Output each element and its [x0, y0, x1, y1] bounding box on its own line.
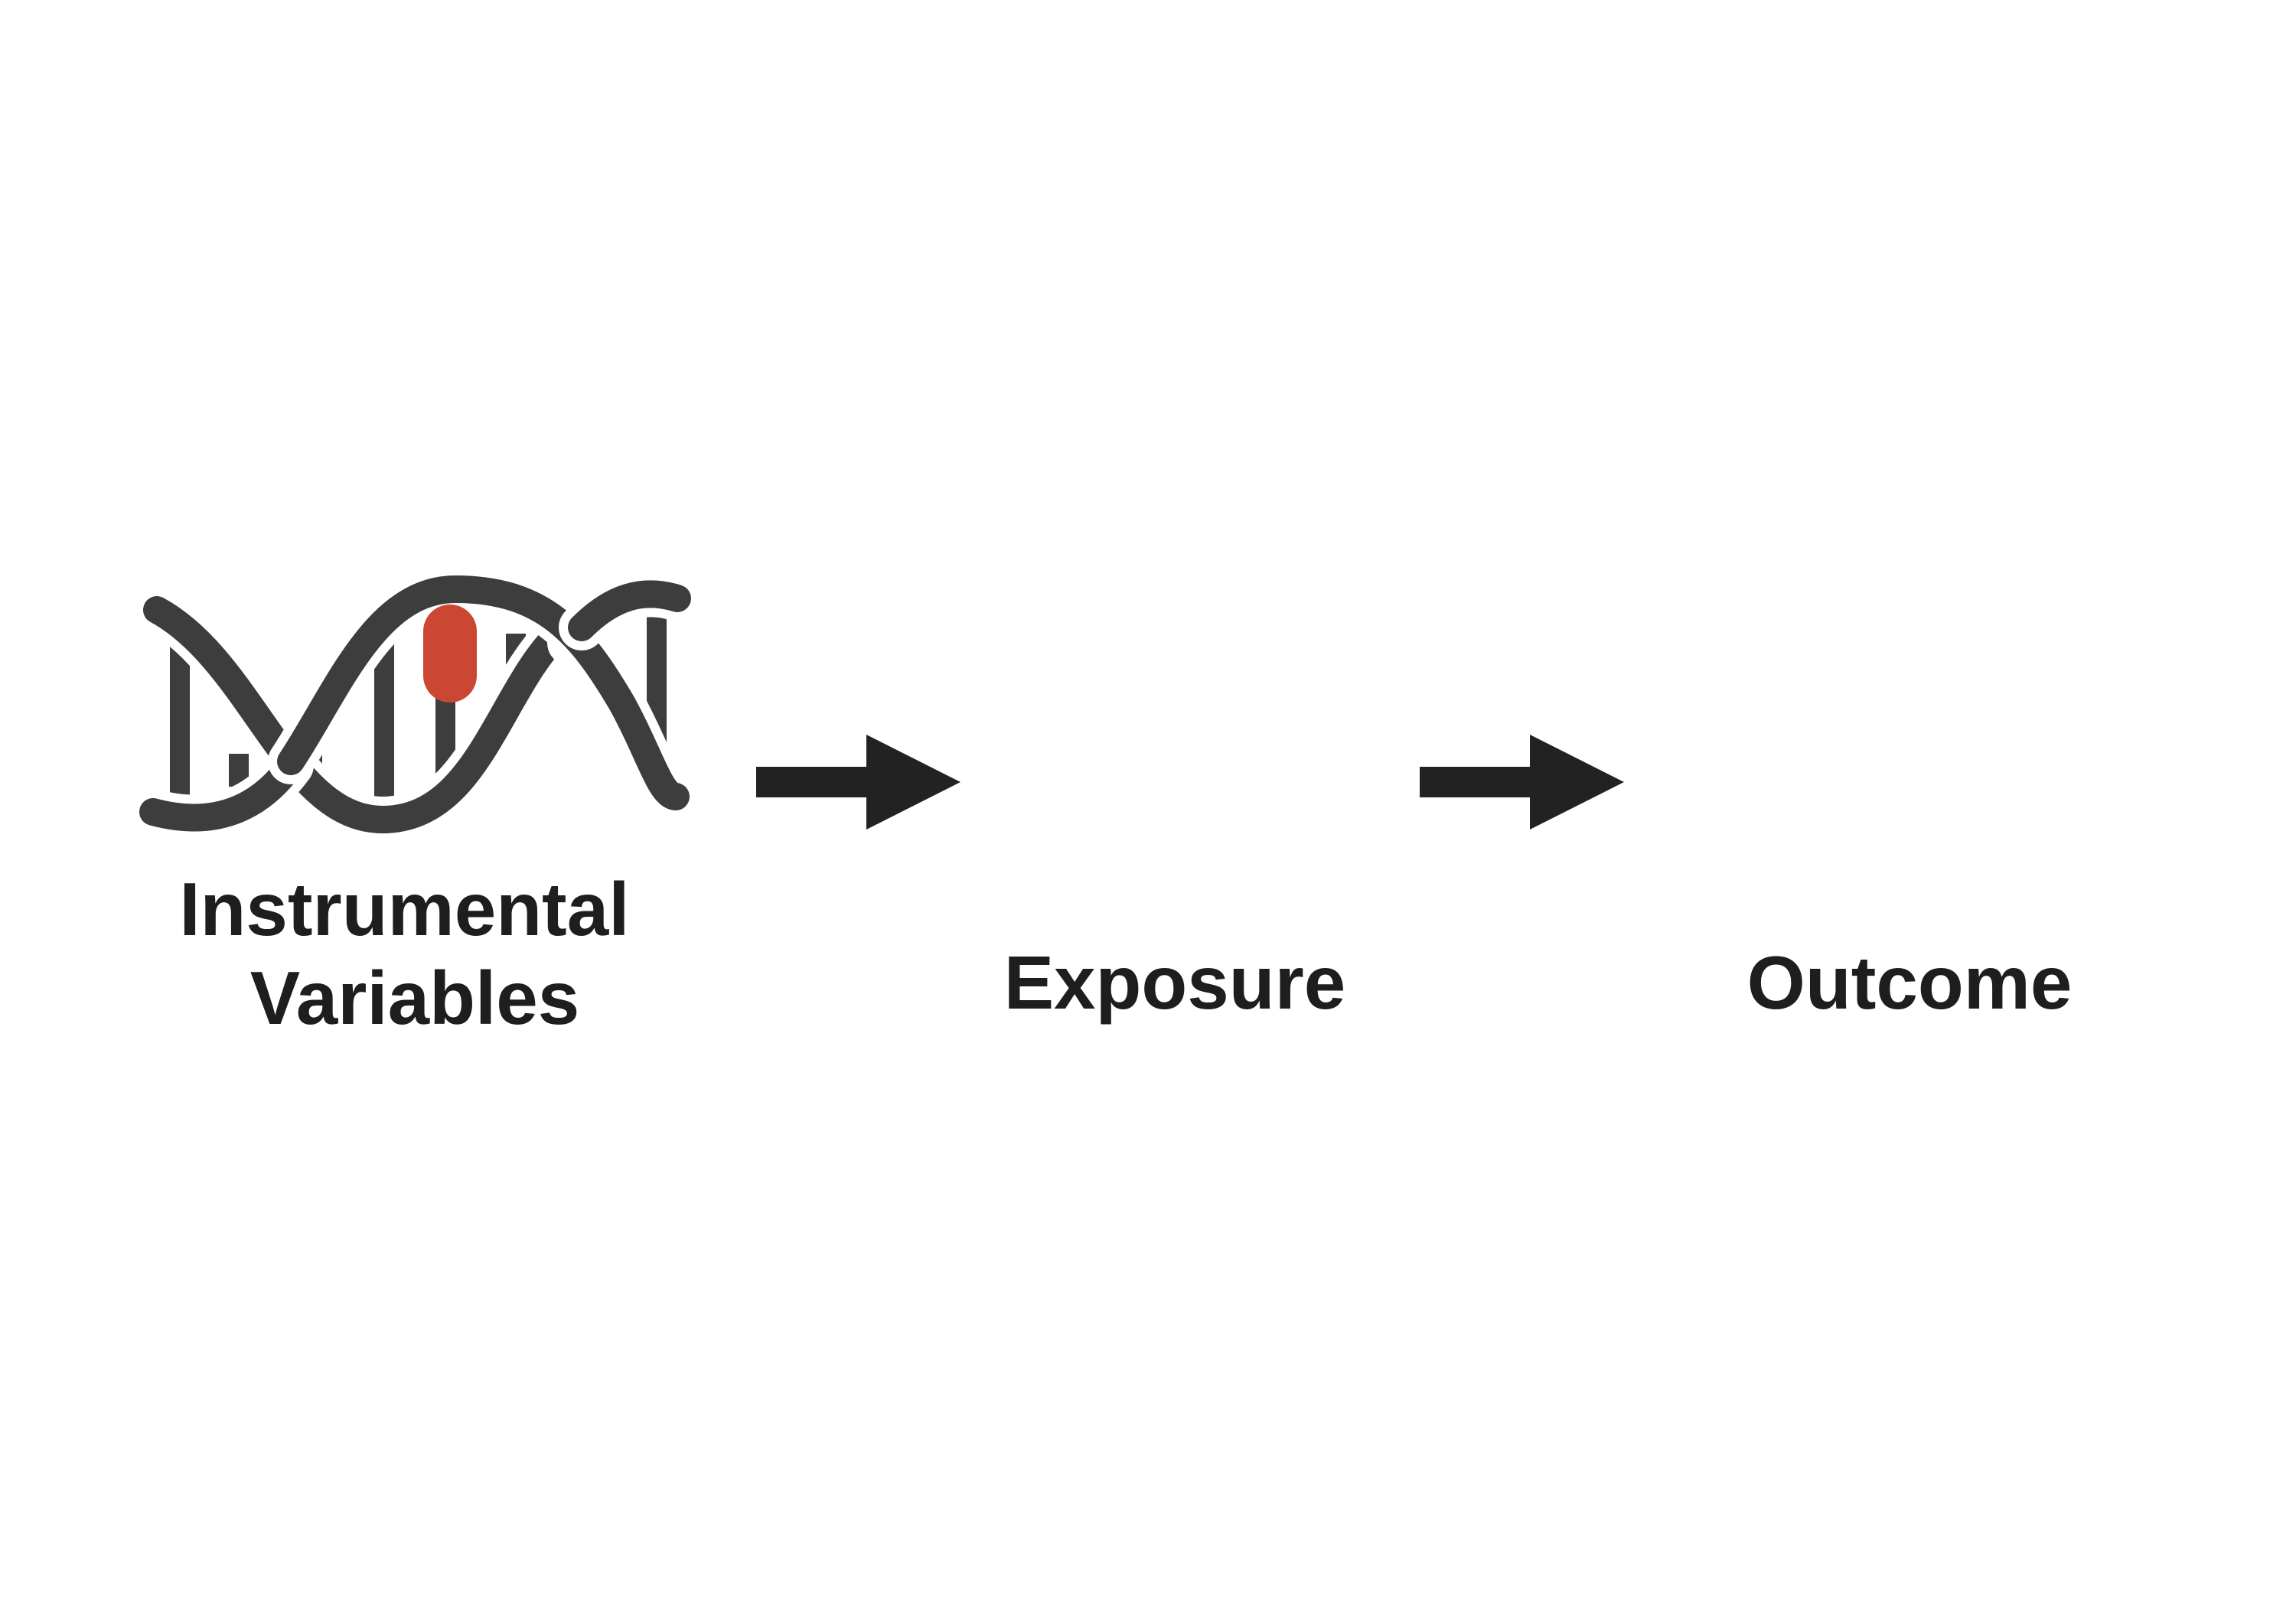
- exposure-label: Exposure: [1004, 940, 1346, 1025]
- arrow-iv-to-exposure: [756, 735, 960, 830]
- helix-strand-front: [277, 575, 690, 810]
- outcome-label: Outcome: [1747, 940, 2073, 1025]
- instrumental-variables-label: Instrumental Variables: [179, 867, 650, 1040]
- arrow-exposure-to-outcome: [1420, 735, 1624, 830]
- helix-strand-front: [143, 596, 572, 834]
- arrow-head: [866, 735, 960, 830]
- helix-strand-back: [568, 580, 691, 641]
- arrow-shaft: [1420, 767, 1531, 797]
- variant-marker: [423, 605, 477, 702]
- helix-strands: [130, 566, 700, 843]
- arrow-shaft: [756, 767, 868, 797]
- instrumental-variables-label-line-2: Variables: [250, 956, 579, 1040]
- arrow-head: [1530, 735, 1624, 830]
- dna-helix-icon: [130, 566, 700, 843]
- instrumental-variables-label-line-1: Instrumental: [179, 867, 629, 951]
